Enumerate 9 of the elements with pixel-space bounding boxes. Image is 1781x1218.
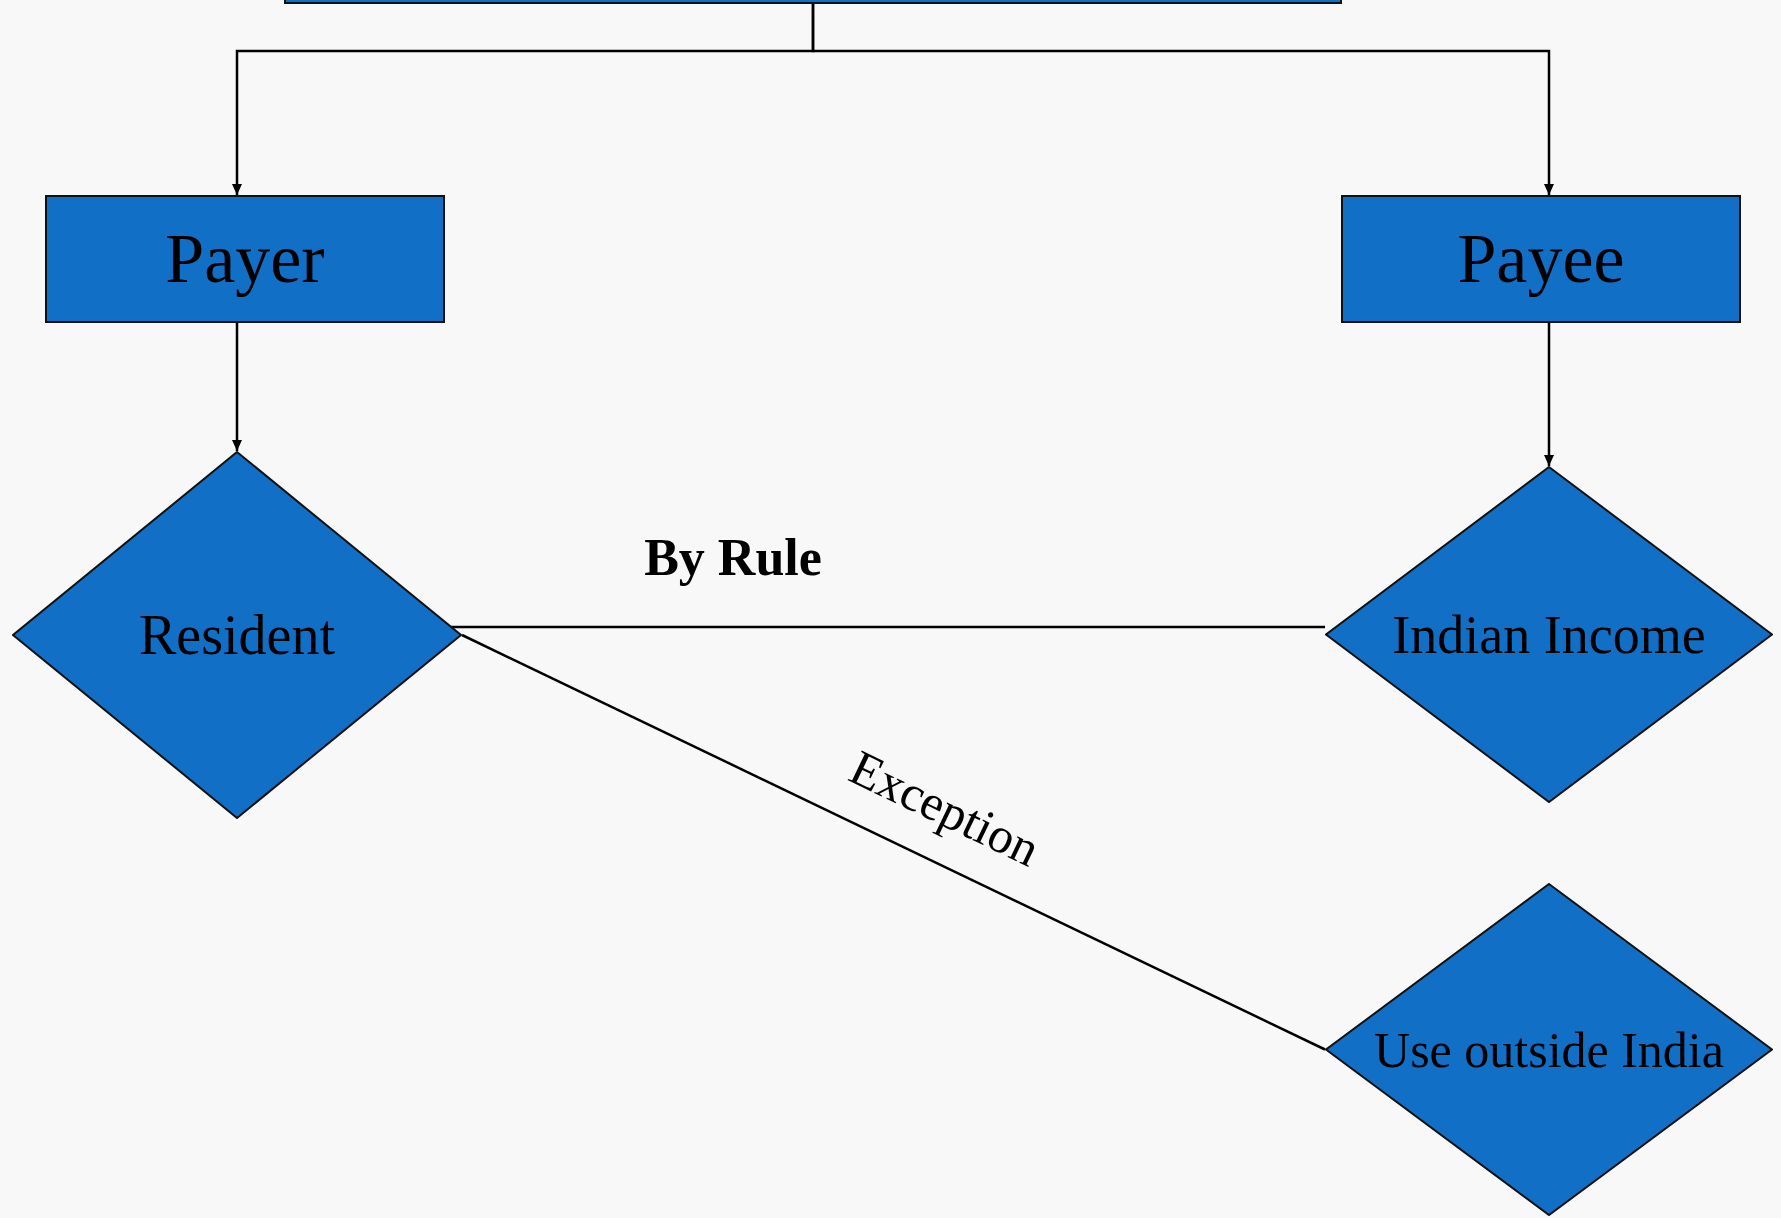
edge-label: By Rule bbox=[644, 532, 822, 584]
arrow bbox=[1544, 323, 1554, 466]
node-label: Use outside India bbox=[1374, 1024, 1724, 1075]
arrow bbox=[232, 323, 242, 451]
node-label: Resident bbox=[139, 607, 335, 663]
connector-line bbox=[450, 625, 1325, 629]
node-label: Indian Income bbox=[1392, 607, 1706, 662]
arrow bbox=[811, 4, 1554, 195]
connector-line bbox=[461, 633, 1326, 1051]
